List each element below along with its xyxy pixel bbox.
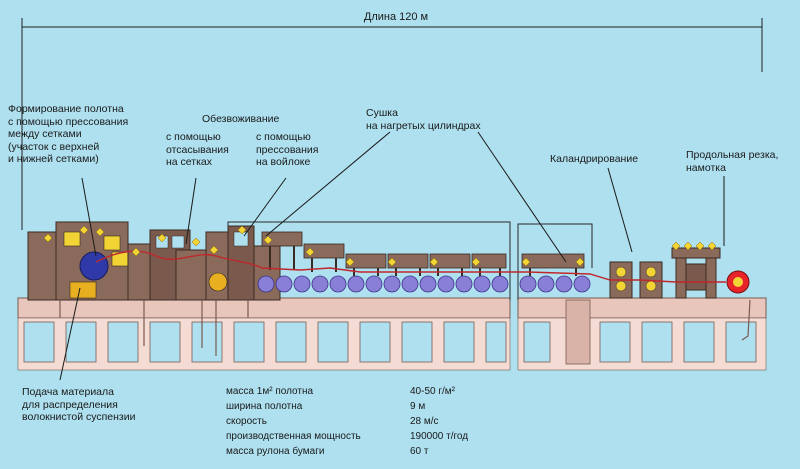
label-dewatering: Обезвоживание <box>202 113 280 125</box>
spec-value-2: 9 м <box>410 401 426 412</box>
paper-web <box>95 250 726 283</box>
length-dimension: Длина 120 м <box>21 9 763 230</box>
spec-name-4: производственная мощность <box>226 431 361 442</box>
spec-value-1: 40-50 г/м² <box>410 386 455 397</box>
dewatering-section <box>175 225 281 301</box>
label-forming: Формирование полотна с помощью прессован… <box>8 103 129 165</box>
label-drying: Сушка на нагретых цилиндрах <box>366 107 481 132</box>
piping <box>59 299 751 356</box>
dryer-hood <box>227 221 593 300</box>
spec-name-3: скорость <box>226 416 267 427</box>
spec-value-5: 60 т <box>410 446 429 457</box>
length-label: Длина 120 м <box>364 11 428 23</box>
roll-markers <box>43 225 717 267</box>
label-calendering: Каландрирование <box>550 153 639 165</box>
dryer-section <box>257 231 591 293</box>
spec-value-3: 28 м/с <box>410 416 439 427</box>
spec-name-2: ширина полотна <box>226 401 303 412</box>
winder-section <box>671 247 750 299</box>
leader-lines <box>59 131 725 381</box>
spec-name-1: масса 1м² полотна <box>226 386 314 397</box>
label-feed: Подача материала для распределения волок… <box>22 386 136 423</box>
spec-name-5: масса рулона бумаги <box>226 446 325 457</box>
foundation <box>17 297 767 371</box>
spec-value-4: 190000 т/год <box>410 431 469 442</box>
label-dewater-suction: с помощью отсасывания на сетках <box>166 131 229 168</box>
forming-section <box>27 221 191 301</box>
label-dewater-press: с помощью прессования на войлоке <box>256 131 319 168</box>
label-slitting: Продольная резка, намотка <box>686 149 779 174</box>
